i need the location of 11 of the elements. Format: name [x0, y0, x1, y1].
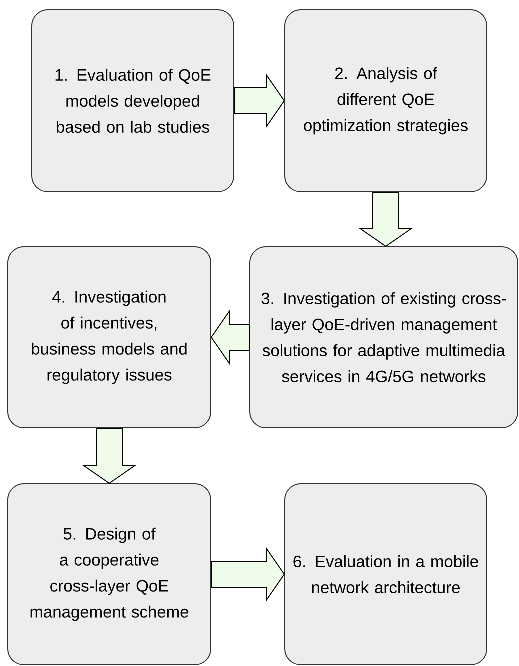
process-box: 3. Investigation of existing cross-layer QoE-driven management solutions for adaptive multimedia services in 4G/5G networks [250, 246, 518, 428]
block-arrow [358, 192, 414, 248]
process-box: 2. Analysis of different QoE optimization strategies [284, 10, 488, 192]
process-box: 6. Evaluation in a mobile network architecture [284, 484, 488, 666]
block-arrow [210, 310, 250, 366]
process-box: 5. Design of a cooperative cross-layer QoE management scheme [8, 484, 212, 666]
block-arrow [234, 73, 286, 129]
process-box: 1. Evaluation of QoE models developed based on lab studies [32, 10, 234, 192]
block-arrow [211, 546, 286, 602]
process-box: 4. Investigation of incentives, business models and regulatory issues [8, 246, 212, 428]
block-arrow [82, 428, 138, 484]
